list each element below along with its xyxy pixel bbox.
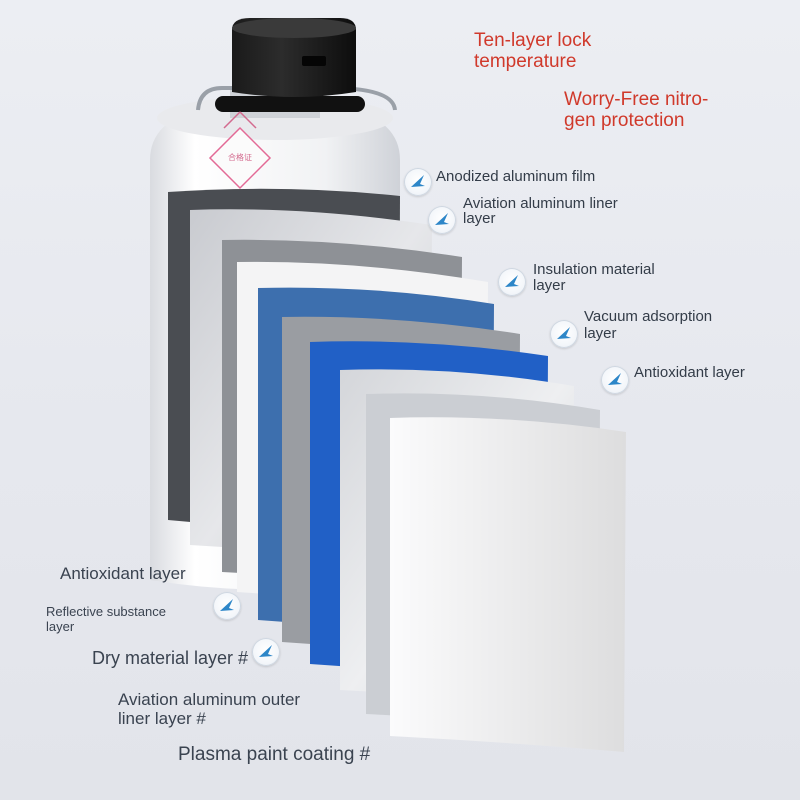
label-antioxidant-layer-left: Antioxidant layer [60, 564, 186, 583]
label-plasma-paint-coating: Plasma paint coating # [178, 744, 371, 765]
handle-grip [215, 96, 365, 112]
label-aviation-aluminum-outer-2: liner layer # [118, 709, 206, 728]
label-aviation-aluminum-liner-2: layer [463, 210, 496, 227]
label-dry-material-layer: Dry material layer # [92, 648, 249, 668]
arrow-marker-icon [550, 320, 578, 348]
label-antioxidant-layer-right: Antioxidant layer [634, 364, 745, 381]
arrow-marker-icon [252, 638, 280, 666]
certificate-tag [208, 126, 272, 190]
label-insulation-material-2: layer [533, 277, 566, 294]
label-reflective-substance-2: layer [46, 619, 75, 634]
label-insulation-material: Insulation material [533, 261, 655, 278]
headline-line-1: Ten-layer lock [474, 30, 592, 51]
label-reflective-substance: Reflective substance [46, 604, 166, 619]
label-anodized-aluminum-film: Anodized aluminum film [436, 168, 596, 185]
arrow-marker-icon [428, 206, 456, 234]
label-aviation-aluminum-outer: Aviation aluminum outer [118, 690, 301, 709]
certificate-tag-text: 合格证 [228, 153, 252, 162]
arrow-marker-icon [213, 592, 241, 620]
arrow-marker-icon [404, 168, 432, 196]
label-vacuum-adsorption: Vacuum adsorption [584, 308, 713, 325]
arrow-marker-icon [498, 268, 526, 296]
headline-line-2: temperature [474, 51, 577, 72]
headline-line-3: Worry-Free nitro- [564, 89, 709, 110]
headline-line-4: gen protection [564, 110, 685, 131]
cylinder-cap [232, 18, 356, 97]
label-vacuum-adsorption-2: layer [584, 325, 617, 342]
label-aviation-aluminum-liner: Aviation aluminum liner [463, 195, 618, 212]
arrow-marker-icon [601, 366, 629, 394]
